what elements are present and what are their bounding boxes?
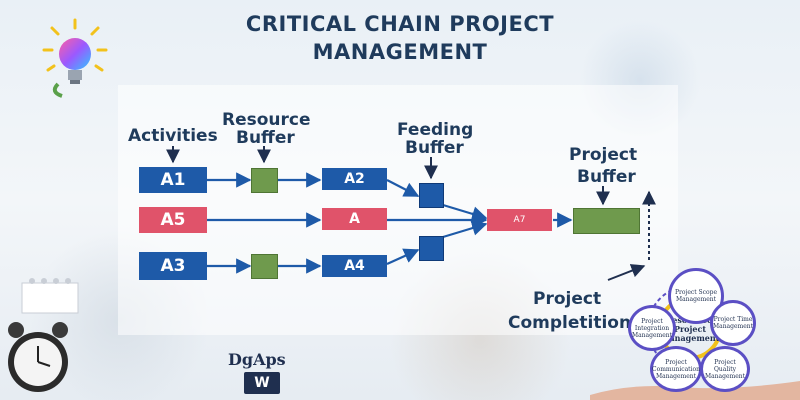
resource-buffer-label-line-2: Buffer (236, 128, 295, 148)
line-a4-feeding (386, 248, 420, 266)
resource-buffer-top (251, 168, 278, 193)
project-buffer (573, 208, 640, 234)
resource-buffer-bottom (251, 254, 278, 279)
feeding-buffer-label-line-2: Buffer (405, 138, 464, 158)
feeding-buffer-label-line-1: Feeding (397, 120, 474, 140)
activity-a4: A4 (322, 255, 387, 277)
pointer-project-completion (607, 264, 646, 281)
page-title-line-1: CRITICAL CHAIN PROJECT (245, 12, 555, 36)
alarm-clock-icon (8, 322, 68, 392)
lightbulb-icon (42, 18, 108, 98)
resource-buffer-label-line-1: Resource (222, 110, 311, 130)
activities-label: Activities (128, 126, 218, 146)
brand-logo: W (244, 372, 280, 394)
project-buffer-label-line-1: Project (569, 145, 638, 165)
line-a2-feeding (386, 179, 420, 197)
calendar-icon (21, 278, 79, 314)
activity-a: A (322, 208, 387, 230)
hand-icon (590, 381, 800, 400)
activity-a5: A5 (139, 207, 207, 233)
activity-a1: A1 (139, 167, 207, 193)
feeding-buffer-bottom (419, 236, 444, 261)
activity-a7: A7 (487, 209, 552, 231)
project-completion-label-line-2: Completition (508, 313, 632, 333)
line-feeding-a7-bottom (442, 220, 488, 239)
knowledge-node-time: Project Time Management (710, 300, 756, 346)
feeding-buffer-top (419, 183, 444, 208)
brand-name: DgAps (228, 350, 286, 369)
knowledge-node-integration: Project Integration Management (628, 305, 676, 351)
activity-a2: A2 (322, 168, 387, 190)
activity-a3: A3 (139, 252, 207, 280)
line-feeding-a7-top (442, 203, 488, 222)
knowledge-node-quality: Project Quality Management (700, 346, 750, 392)
project-completion-label-line-1: Project (533, 289, 602, 309)
knowledge-node-communication: Project Communication Management (650, 346, 702, 392)
project-buffer-label-line-2: Buffer (577, 167, 636, 187)
page-title-line-2: MANAGEMENT (312, 40, 488, 64)
